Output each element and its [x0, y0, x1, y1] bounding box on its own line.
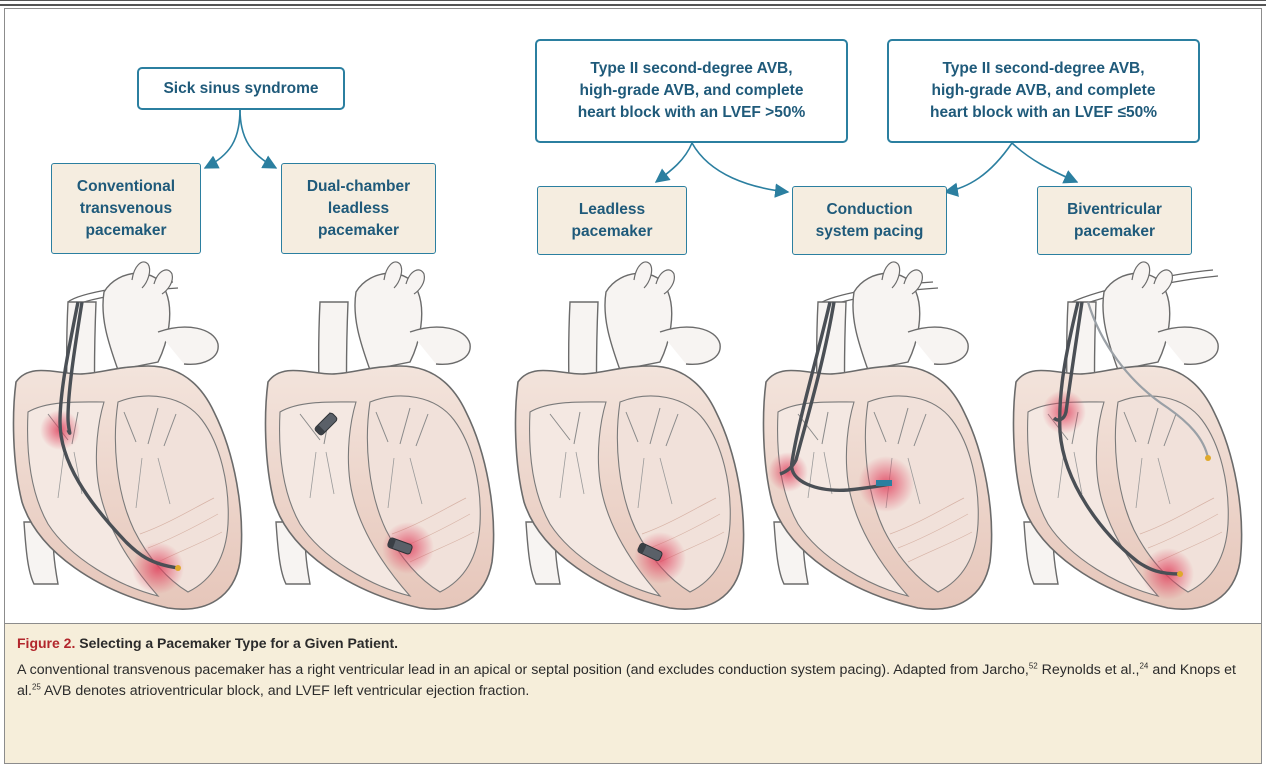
heart-illustration-leadless: [516, 262, 744, 609]
device-label: Dual-chamber leadless pacemaker: [307, 176, 410, 242]
reference-superscript: 25: [32, 682, 41, 691]
heart-illustration-conduction-system: [764, 262, 992, 609]
device-conventional-transvenous: Conventional transvenous pacemaker: [51, 163, 201, 254]
device-conduction-system-pacing: Conduction system pacing: [792, 186, 947, 255]
heart-illustration-dual-leadless: [266, 262, 494, 609]
caption-text: Reynolds et al.,: [1038, 662, 1140, 678]
figure-number: Figure 2.: [17, 635, 75, 651]
device-label: Leadless pacemaker: [571, 199, 652, 243]
indication-sick-sinus-syndrome: Sick sinus syndrome: [137, 67, 345, 110]
heart-illustration-biventricular: [1014, 262, 1242, 609]
indication-avb-lvef-at-most-50: Type II second-degree AVB, high-grade AV…: [887, 39, 1200, 143]
figure-caption: Figure 2. Selecting a Pacemaker Type for…: [4, 624, 1262, 764]
figure-title: Selecting a Pacemaker Type for a Given P…: [79, 635, 398, 651]
caption-body: A conventional transvenous pacemaker has…: [17, 660, 1249, 701]
caption-text: AVB denotes atrioventricular block, and …: [41, 683, 529, 699]
indication-label: Type II second-degree AVB, high-grade AV…: [930, 58, 1157, 124]
device-biventricular: Biventricular pacemaker: [1037, 186, 1192, 255]
heart-illustration-conventional: [14, 262, 242, 609]
caption-text: A conventional transvenous pacemaker has…: [17, 662, 1029, 678]
device-label: Conventional transvenous pacemaker: [77, 176, 175, 242]
indication-label: Sick sinus syndrome: [163, 78, 318, 100]
caption-title: Figure 2. Selecting a Pacemaker Type for…: [17, 635, 1249, 651]
device-label: Biventricular pacemaker: [1067, 199, 1162, 243]
device-dual-chamber-leadless: Dual-chamber leadless pacemaker: [281, 163, 436, 254]
device-label: Conduction system pacing: [816, 199, 924, 243]
indication-avb-lvef-above-50: Type II second-degree AVB, high-grade AV…: [535, 39, 848, 143]
indication-label: Type II second-degree AVB, high-grade AV…: [578, 58, 806, 124]
reference-superscript: 52: [1029, 661, 1038, 670]
device-leadless: Leadless pacemaker: [537, 186, 687, 255]
